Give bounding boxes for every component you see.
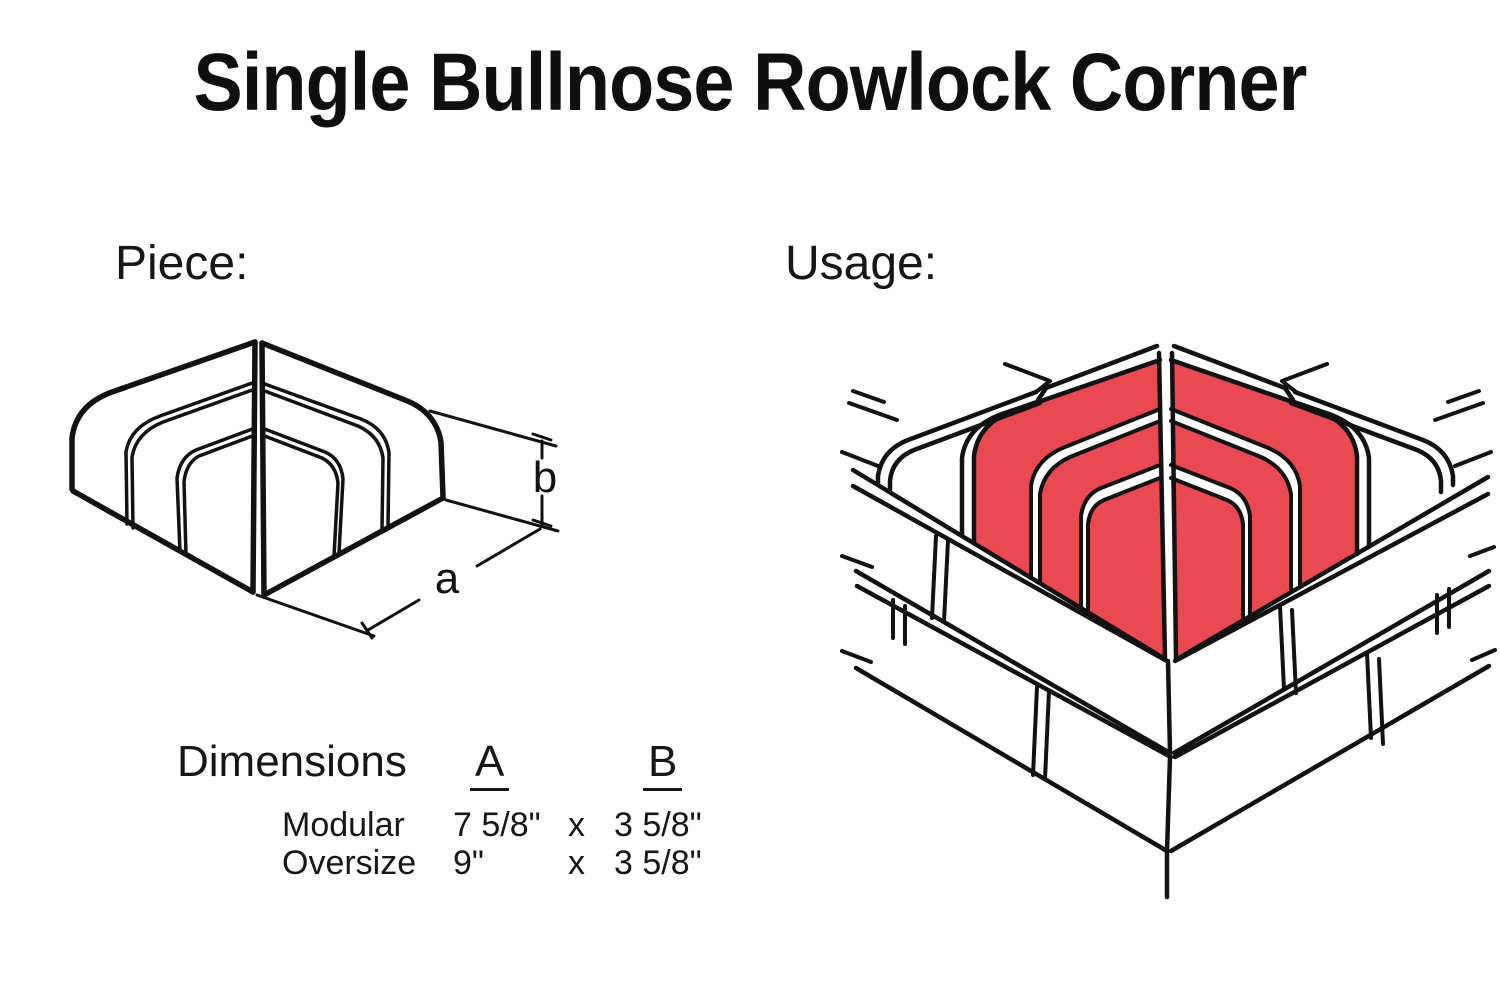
piece-section-label: Piece: [115, 237, 249, 290]
dim-label-a: a [435, 554, 460, 603]
row-oversize-separator: x [568, 844, 585, 882]
piece-bullnose-curves [124, 380, 391, 558]
corner-piece-curves [1029, 407, 1302, 622]
usage-section-label: Usage: [785, 237, 938, 290]
page-title: Single Bullnose Rowlock Corner [193, 37, 1308, 128]
dimensions-heading: Dimensions [177, 737, 407, 786]
row-oversize-name: Oversize [282, 844, 417, 882]
row-modular-b-value: 3 5/8" [614, 806, 702, 844]
row-modular-separator: x [568, 806, 585, 844]
wall-outline [850, 343, 1492, 900]
column-header-a: A [470, 737, 510, 791]
dimension-lines [255, 409, 560, 640]
piece-diagram: b a [69, 339, 560, 640]
row-oversize-b-value: 3 5/8" [614, 844, 702, 882]
dim-label-b: b [533, 453, 557, 502]
row-oversize-a-value: 9" [453, 844, 484, 882]
break-lines [840, 362, 1497, 664]
row-modular-name: Modular [282, 806, 405, 844]
row-modular-a-value: 7 5/8" [453, 806, 541, 844]
brick-joints [930, 534, 1385, 781]
usage-diagram [840, 343, 1497, 900]
column-header-b: B [643, 737, 683, 791]
highlighted-corner-piece [974, 360, 1357, 657]
